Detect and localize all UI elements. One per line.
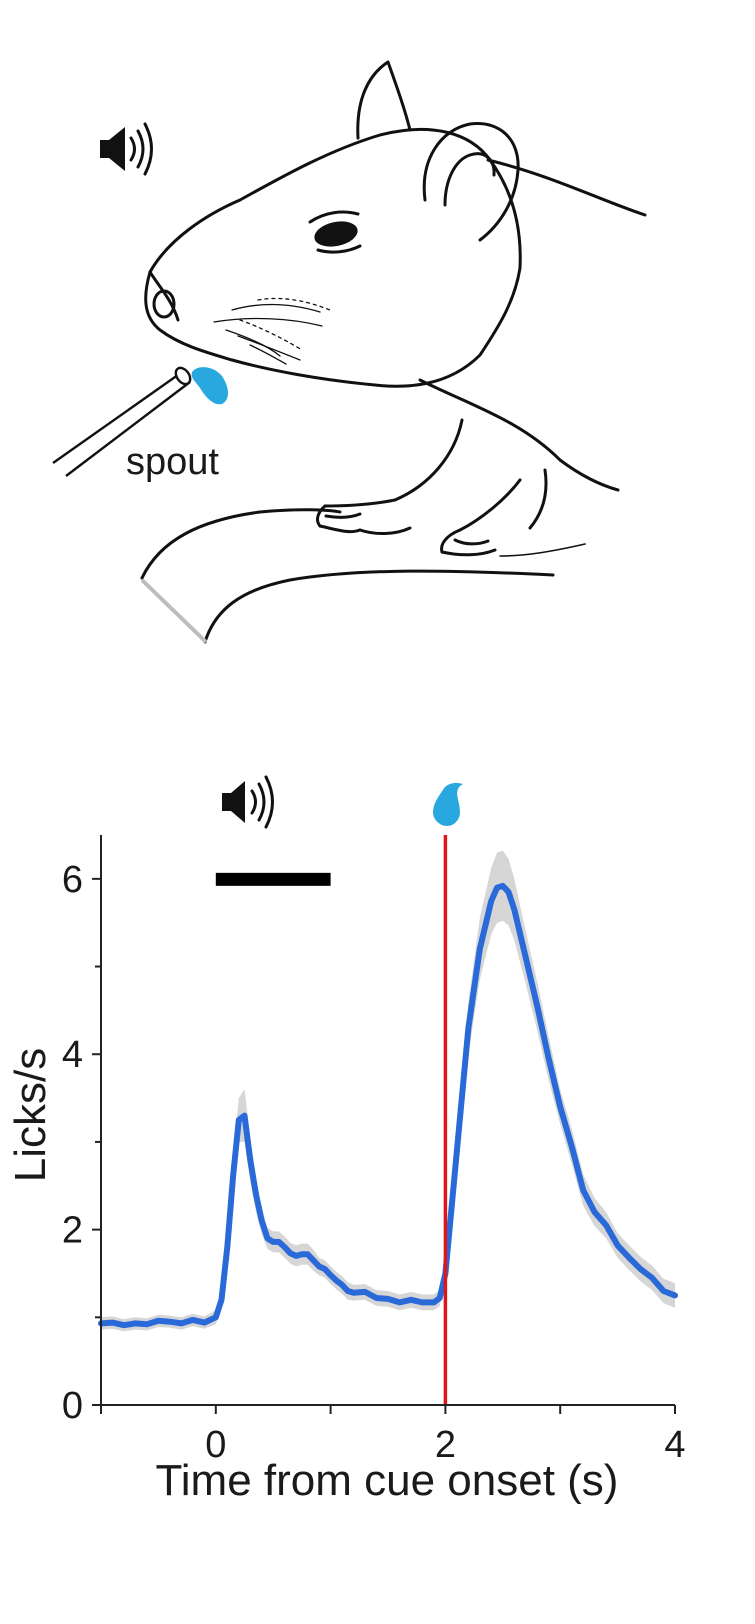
cue-period-bar [215, 872, 331, 886]
y-tick-label: 2 [62, 1210, 83, 1252]
confidence-band [101, 850, 675, 1332]
x-tick-label: 2 [435, 1424, 456, 1466]
water-droplet-icon [191, 367, 228, 405]
mouse-illustration: spout [52, 60, 647, 644]
cue-speaker-icon [222, 775, 274, 829]
lick-rate-chart: 0 2 4 0 2 4 6 Time from cue onset (s) Licks/s [6, 775, 686, 1505]
speaker-sound-icon [100, 122, 153, 176]
y-axis-label: Licks/s [6, 1048, 55, 1182]
x-tick-label: 0 [205, 1424, 226, 1466]
x-tick-label: 4 [664, 1424, 685, 1466]
mouse-drawing [140, 60, 647, 644]
reward-drop-icon [433, 783, 463, 826]
x-axis-label: Time from cue onset (s) [156, 1456, 619, 1505]
y-tick-label: 6 [62, 859, 83, 901]
y-tick-label: 0 [62, 1385, 83, 1427]
lick-rate-line [98, 882, 678, 1329]
spout [52, 366, 228, 477]
spout-label: spout [126, 441, 219, 483]
y-tick-label: 4 [62, 1034, 83, 1076]
